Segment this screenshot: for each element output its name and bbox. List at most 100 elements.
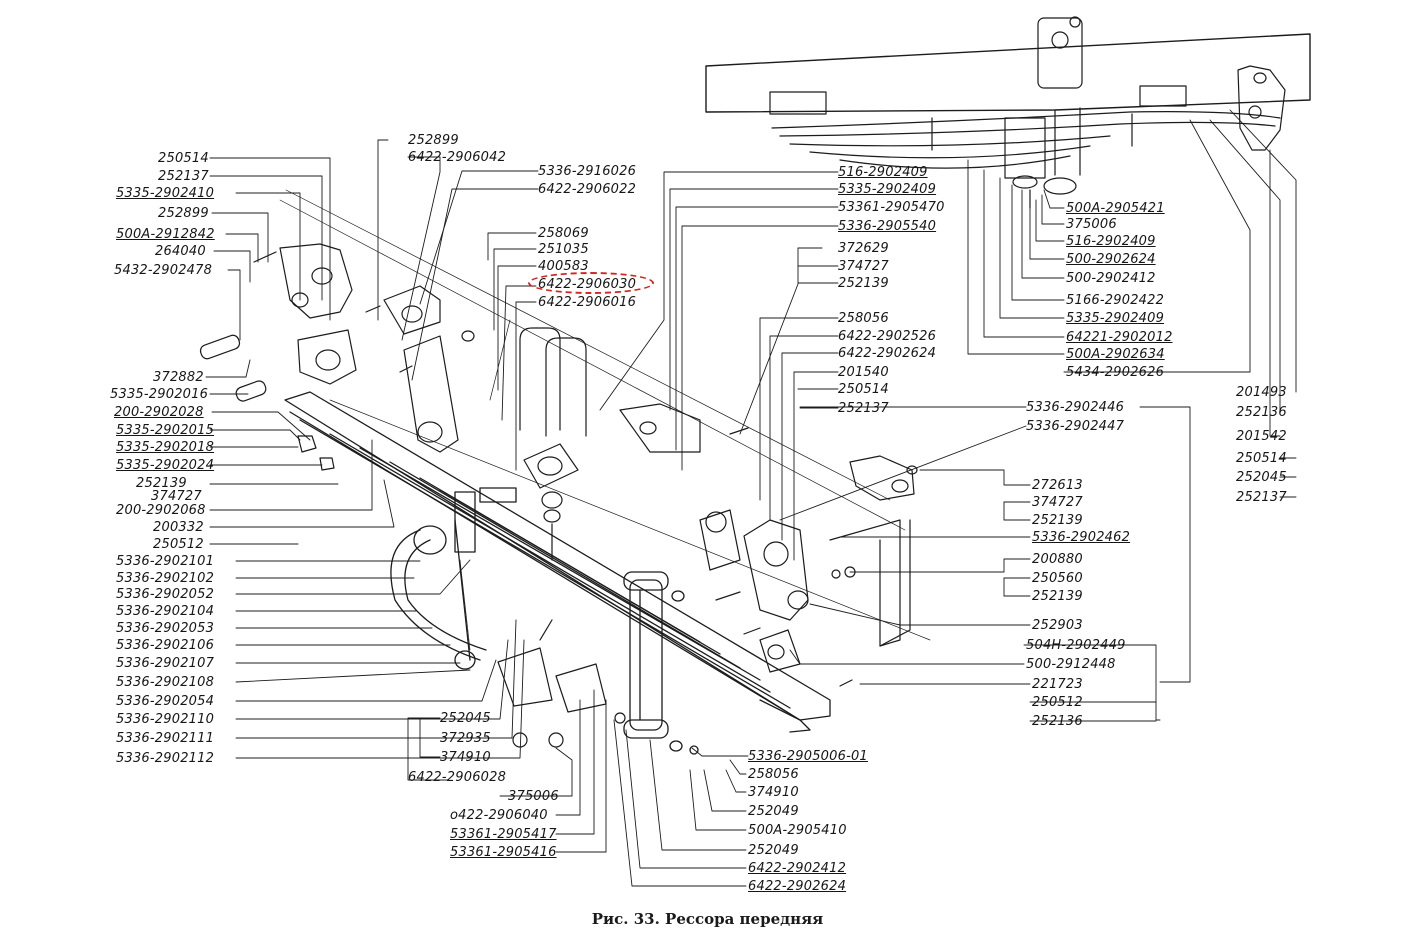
part-label: 200332 <box>153 520 204 535</box>
part-label: 374910 <box>748 785 799 800</box>
part-label: 6422-2906022 <box>538 182 637 197</box>
part-label: 5336-2902053 <box>116 621 215 636</box>
part-label: 6422-2906042 <box>408 150 507 165</box>
part-label: 500-2902412 <box>1066 271 1156 286</box>
part-label: 500А-2902634 <box>1066 347 1165 362</box>
part-label: 5335-2902018 <box>116 440 215 455</box>
part-label: 5335-2902409 <box>1066 311 1165 326</box>
part-label: 375006 <box>508 789 559 804</box>
part-label: 252136 <box>1236 405 1287 420</box>
part-label: 252899 <box>408 133 459 148</box>
highlight-marker <box>528 272 654 294</box>
part-label: 5336-2902447 <box>1026 419 1125 434</box>
part-label: 251035 <box>538 242 589 257</box>
part-label: 5336-2916026 <box>538 164 637 179</box>
part-label: 5336-2902101 <box>116 554 215 569</box>
part-label: 252137 <box>838 401 889 416</box>
part-label: 252903 <box>1032 618 1083 633</box>
part-label: 375006 <box>1066 217 1117 232</box>
part-label: 5335-2902410 <box>116 186 215 201</box>
part-label: 252045 <box>1236 470 1287 485</box>
part-label: 5336-2902104 <box>116 604 215 619</box>
part-label: 5336-2902052 <box>116 587 215 602</box>
part-label: 374910 <box>440 750 491 765</box>
part-label: 5336-2902054 <box>116 694 215 709</box>
part-label: 516-2902409 <box>1066 234 1156 249</box>
part-label: 252049 <box>748 804 799 819</box>
part-label: 64221-2902012 <box>1066 330 1173 345</box>
part-label: 372629 <box>838 241 889 256</box>
part-label: 6422-2902624 <box>748 879 847 894</box>
part-label: 252139 <box>136 476 187 491</box>
part-label: 6422-2902624 <box>838 346 937 361</box>
part-label: 516-2902409 <box>838 165 928 180</box>
shock-absorber-illustration <box>624 572 698 754</box>
part-label: 374727 <box>1032 495 1083 510</box>
part-label: 5336-2902462 <box>1032 530 1131 545</box>
front-bracket-illustration <box>199 244 380 470</box>
part-label: 372882 <box>153 370 204 385</box>
part-label: 252045 <box>440 711 491 726</box>
part-label: 201493 <box>1236 385 1287 400</box>
part-label: 252049 <box>748 843 799 858</box>
part-label: 250560 <box>1032 571 1083 586</box>
leader-lines <box>206 110 1296 886</box>
part-label: 250512 <box>153 537 204 552</box>
part-label: 5336-2905006-01 <box>748 749 868 764</box>
assembly-axis-lines <box>280 190 930 650</box>
part-label: 6422-2906016 <box>538 295 637 310</box>
part-label: 250512 <box>1032 695 1083 710</box>
part-label: 252139 <box>838 276 889 291</box>
leaf-spring-illustration <box>285 392 830 732</box>
part-label: 500А-2912842 <box>116 227 215 242</box>
part-label: 5336-2902446 <box>1026 400 1125 415</box>
part-label: 5335-2902024 <box>116 458 215 473</box>
part-label: 200-2902028 <box>114 405 204 420</box>
part-label: 500А-2905410 <box>748 823 847 838</box>
part-label: о422-2906040 <box>450 808 548 823</box>
part-label: 53361-2905416 <box>450 845 557 860</box>
part-label: 250514 <box>1236 451 1287 466</box>
part-label: 252139 <box>1032 589 1083 604</box>
part-label: 258056 <box>748 767 799 782</box>
part-label: 504Н-2902449 <box>1026 638 1126 653</box>
part-label: 252137 <box>1236 490 1287 505</box>
part-label: 5335-2902016 <box>110 387 209 402</box>
part-label: 6422-2902412 <box>748 861 847 876</box>
part-label: 372935 <box>440 731 491 746</box>
part-label: 250514 <box>158 151 209 166</box>
part-label: 500-2902624 <box>1066 252 1156 267</box>
part-label: 252136 <box>1032 714 1083 729</box>
part-label: 201542 <box>1236 429 1287 444</box>
part-label: 5335-2902015 <box>116 423 215 438</box>
frame-assembly-illustration <box>706 17 1310 208</box>
part-label: 6422-2902526 <box>838 329 937 344</box>
part-label: 400583 <box>538 259 589 274</box>
rear-bracket-illustration <box>620 404 917 686</box>
part-label: 272613 <box>1032 478 1083 493</box>
part-label: 6422-2906030 <box>538 277 637 292</box>
part-label: 250514 <box>838 382 889 397</box>
part-label: 53361-2905417 <box>450 827 557 842</box>
part-label: 500-2912448 <box>1026 657 1116 672</box>
part-label: 252137 <box>158 169 209 184</box>
part-label: 5166-2902422 <box>1066 293 1165 308</box>
part-label: 5336-2902112 <box>116 751 215 766</box>
part-label: 258069 <box>538 226 589 241</box>
part-label: 5336-2902102 <box>116 571 215 586</box>
figure-caption: Рис. 33. Рессора передняя <box>591 910 824 928</box>
part-label: 5434-2902626 <box>1066 365 1165 380</box>
part-label: 5336-2902110 <box>116 712 215 727</box>
part-label: 5336-2902107 <box>116 656 215 671</box>
part-label: 264040 <box>155 244 206 259</box>
part-label: 258056 <box>838 311 889 326</box>
part-label: 252139 <box>1032 513 1083 528</box>
part-label: 5336-2902111 <box>116 731 215 746</box>
part-label: 374727 <box>151 489 202 504</box>
part-label: 221723 <box>1032 677 1083 692</box>
part-label: 201540 <box>838 365 889 380</box>
part-label: 5336-2905540 <box>838 219 937 234</box>
part-label: 5336-2902106 <box>116 638 215 653</box>
part-label: 5335-2902409 <box>838 182 937 197</box>
